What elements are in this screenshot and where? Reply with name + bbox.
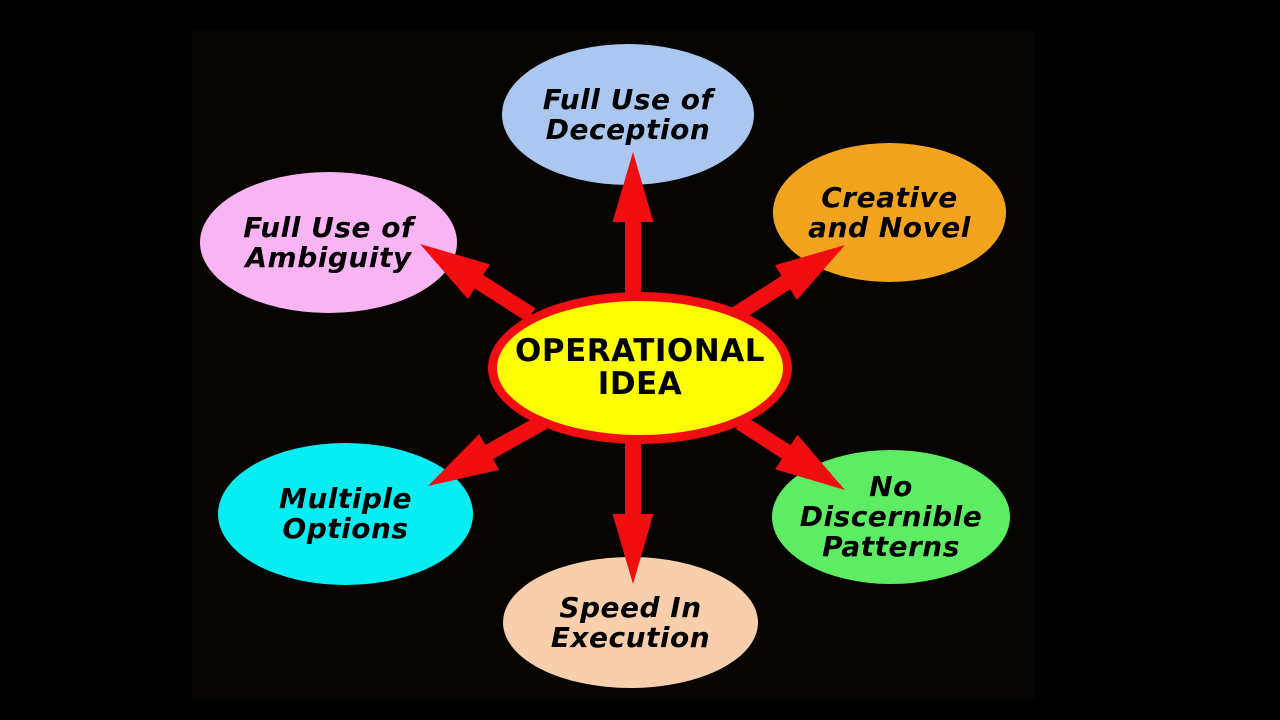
node-label: Multiple Options bbox=[278, 482, 412, 545]
node-label: Speed In Execution bbox=[550, 590, 711, 654]
node-speed-in-execution: Speed In Execution bbox=[503, 557, 758, 688]
node-full-use-of-deception: Full Use of Deception bbox=[502, 44, 754, 185]
node-no-discernible-patterns: No Discernible Patterns bbox=[772, 450, 1010, 584]
node-label: Full Use of Ambiguity bbox=[243, 210, 414, 274]
node-creative-and-novel: Creative and Novel bbox=[773, 143, 1006, 282]
node-operational-idea: OPERATIONAL IDEA bbox=[488, 292, 792, 444]
center-node-label: OPERATIONAL IDEA bbox=[515, 333, 765, 402]
node-full-use-of-ambiguity: Full Use of Ambiguity bbox=[200, 172, 457, 313]
node-label: No Discernible Patterns bbox=[799, 470, 983, 563]
node-label: Full Use of Deception bbox=[542, 82, 714, 146]
node-label: Creative and Novel bbox=[808, 180, 971, 244]
node-multiple-options: Multiple Options bbox=[218, 443, 473, 585]
